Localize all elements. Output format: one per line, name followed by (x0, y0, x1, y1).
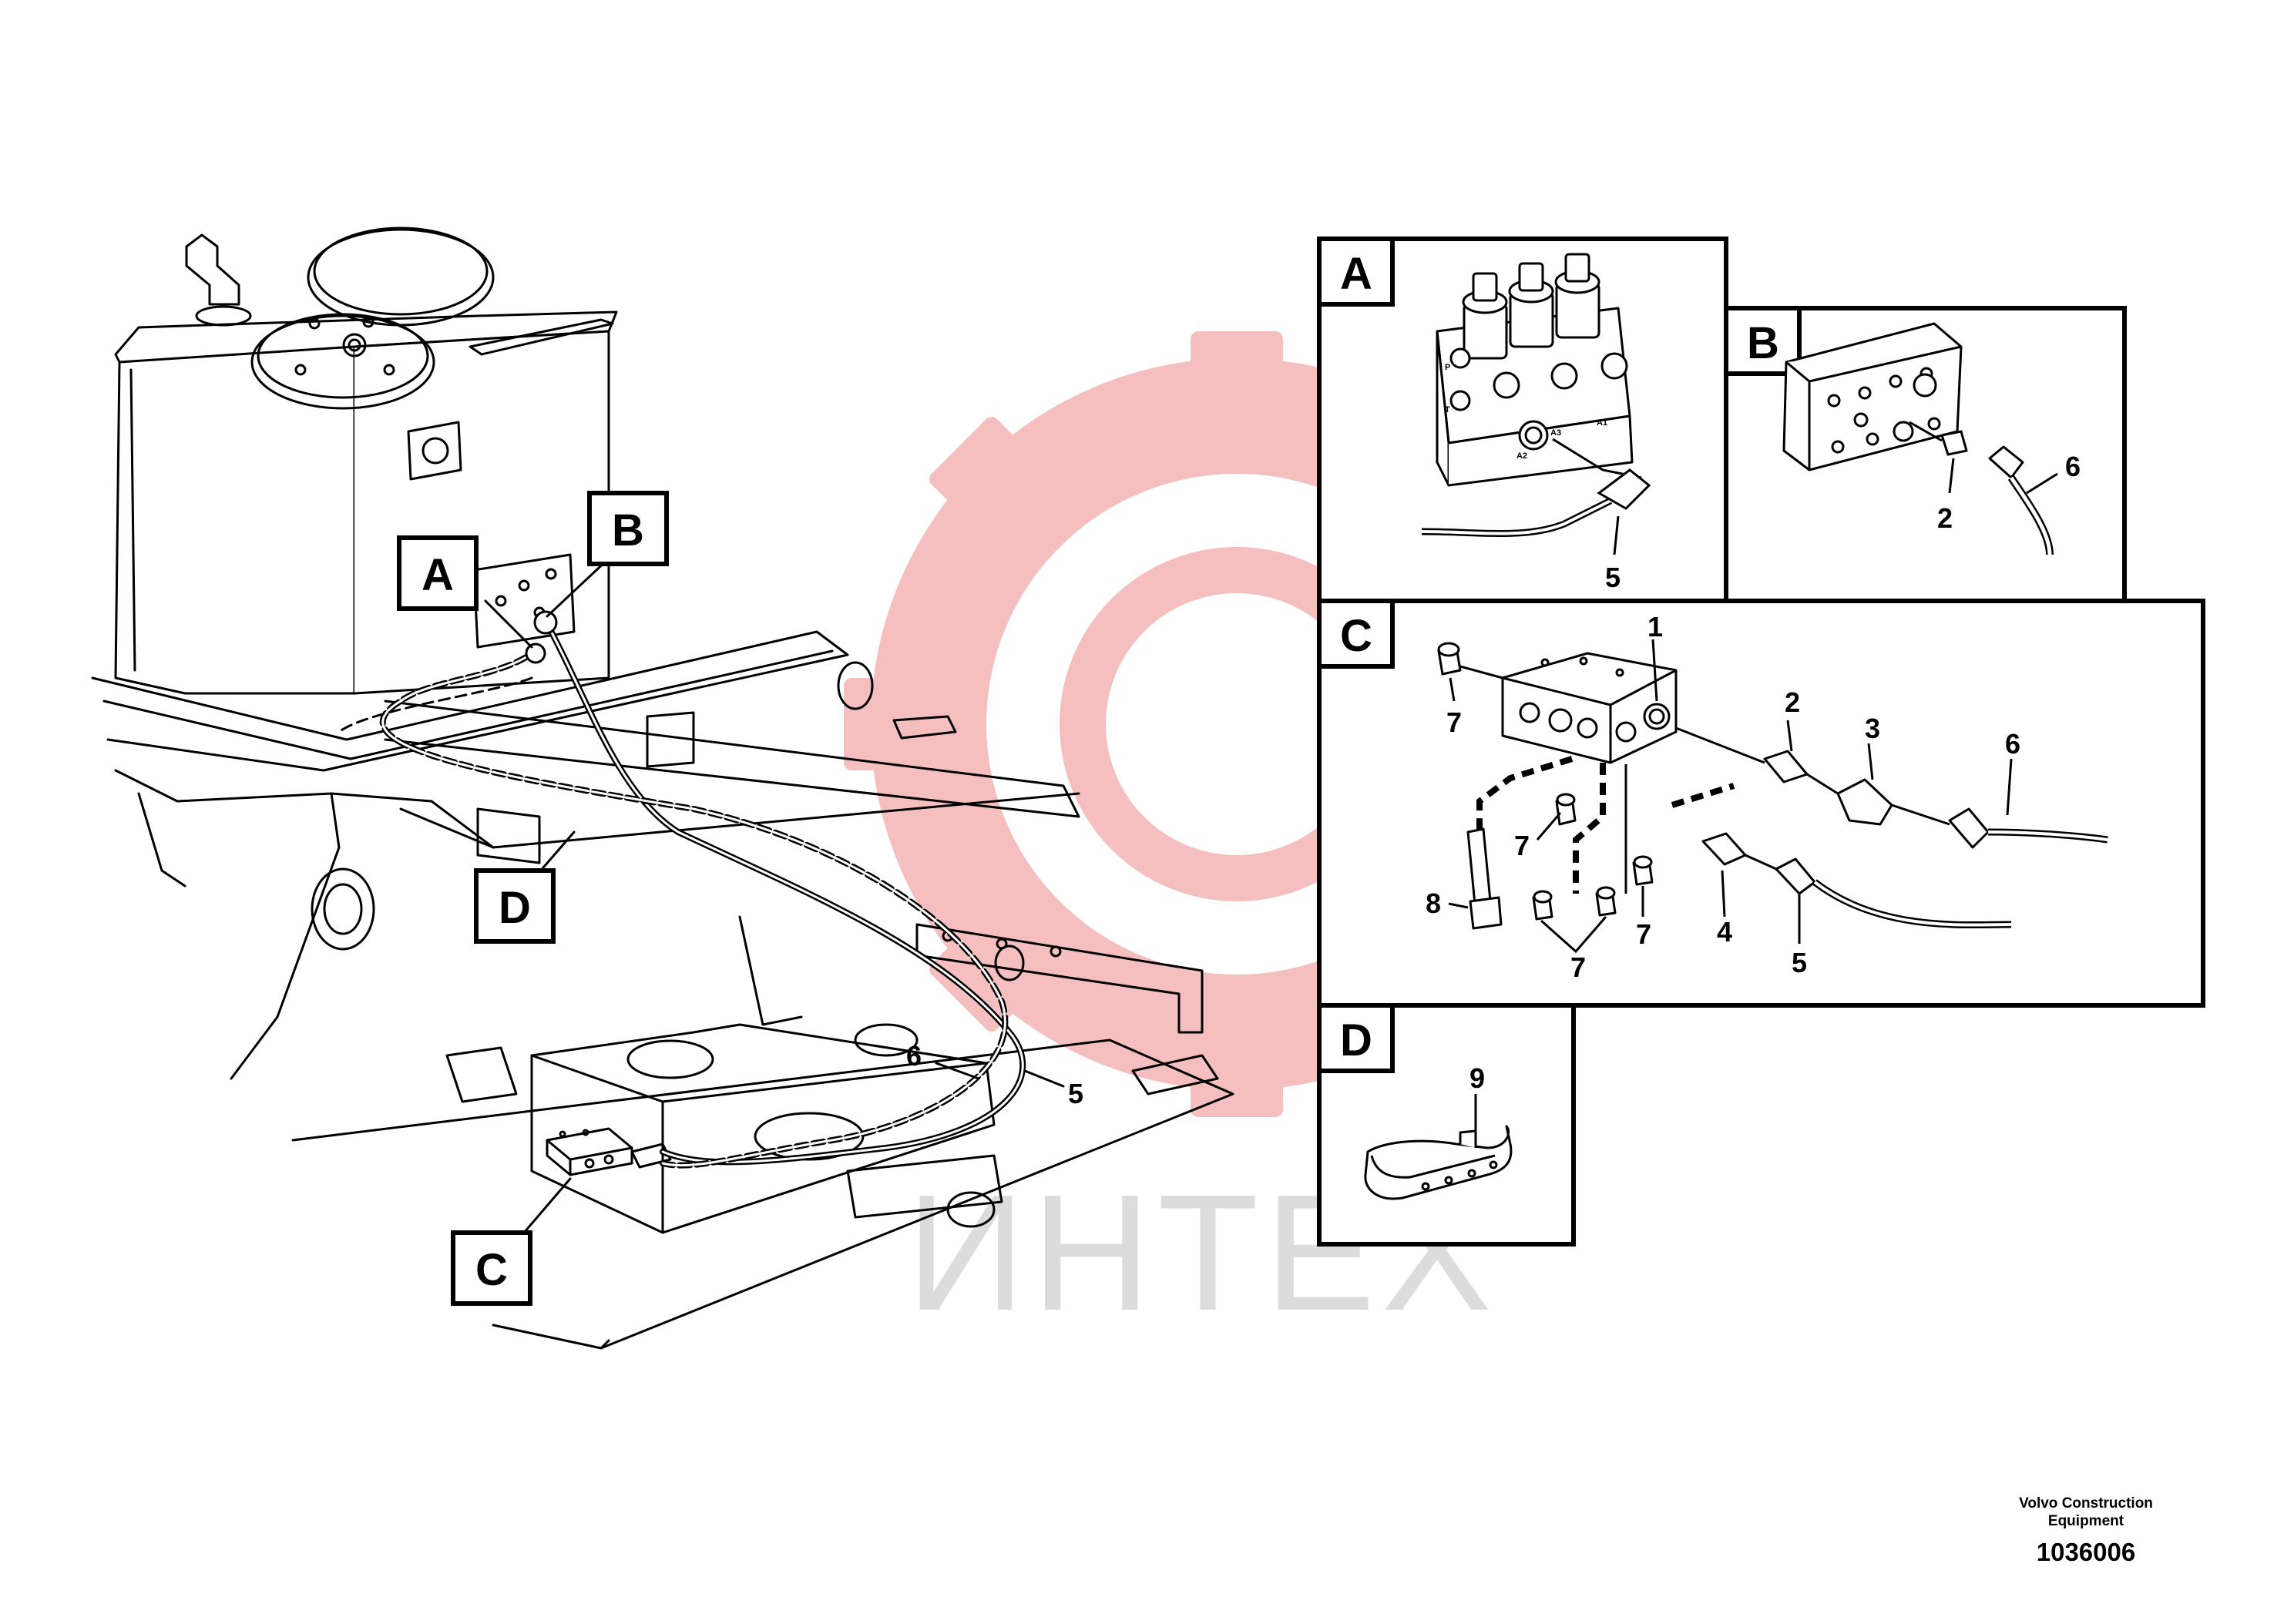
svg-text:A: A (422, 550, 454, 600)
part-label-main-5: 5 (1068, 1078, 1083, 1109)
part-label-a-5: 5 (1605, 562, 1621, 593)
detail-panel-c: C (1317, 599, 2205, 1008)
part-label-c-7: 7 (1446, 706, 1462, 738)
valve-mark-t: T (1445, 405, 1450, 414)
valve-mark-p: P (1445, 363, 1450, 372)
part-label-c-7: 7 (1514, 830, 1530, 861)
part-label-c-7: 7 (1570, 951, 1586, 983)
svg-text:B: B (612, 505, 644, 555)
valve-mark-a1: A1 (1597, 418, 1607, 428)
svg-text:A: A (1340, 249, 1372, 299)
part-label-c-1: 1 (1647, 611, 1663, 643)
valve-mark-a2: A2 (1516, 451, 1527, 461)
callout-d-main: D (474, 868, 556, 944)
callout-b-main: B (587, 491, 669, 566)
detail-panel-d: D 9 (1317, 1003, 1576, 1247)
svg-text:B: B (1747, 318, 1779, 368)
part-label-c-8: 8 (1426, 887, 1441, 919)
part-label-main-6: 6 (906, 1040, 922, 1072)
part-label-c-3: 3 (1865, 713, 1880, 744)
part-label-c-6: 6 (2005, 728, 2020, 760)
detail-panel-a: A P T A2 A3 A1 5 (1317, 237, 1728, 603)
manufacturer-line-2: Equipment (2047, 1513, 2124, 1529)
part-label-c-5: 5 (1792, 947, 1807, 978)
main-assembly-drawing (91, 226, 1234, 1350)
part-label-c-7: 7 (1636, 918, 1651, 950)
svg-text:D: D (1340, 1015, 1372, 1065)
callout-a-main: A (397, 535, 479, 611)
detail-panel-b: B 2 6 (1724, 306, 2127, 603)
part-label-b-6: 6 (2065, 451, 2081, 482)
manufacturer-line-1: Volvo Construction (2019, 1495, 2153, 1512)
part-label-b-2: 2 (1937, 502, 1953, 534)
footer-credit: Volvo Construction Equipment 1036006 (1970, 1495, 2202, 1567)
callout-c-main: C (451, 1230, 532, 1306)
svg-text:C: C (1340, 611, 1372, 661)
part-label-d-9: 9 (1469, 1062, 1485, 1094)
svg-text:C: C (475, 1245, 508, 1295)
document-number: 1036006 (2036, 1538, 2136, 1566)
svg-text:D: D (499, 883, 531, 933)
valve-mark-a3: A3 (1550, 428, 1561, 438)
part-label-c-2: 2 (1785, 686, 1800, 718)
part-label-c-4: 4 (1717, 916, 1732, 948)
